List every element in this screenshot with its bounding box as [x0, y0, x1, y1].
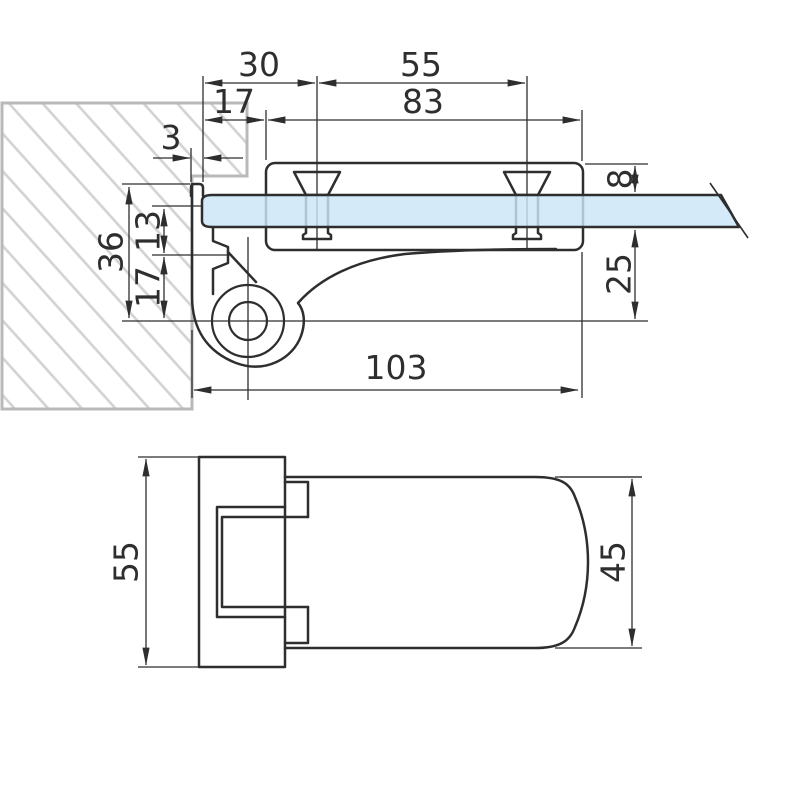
dimension-lines	[125, 79, 639, 394]
dim-label-103: 103	[365, 348, 428, 387]
glass-break-line	[709, 182, 749, 239]
plan-glass-slot-outer	[215, 505, 287, 619]
dimension-labels: 30 55 17 83 3 103 8 25 36 13 17	[92, 45, 640, 387]
plan-knuckle-bottom	[283, 605, 310, 645]
extension-lines	[122, 76, 648, 478]
dim-label-8: 8	[601, 169, 640, 190]
plan-glass-slot-inner	[220, 515, 310, 609]
glass-shelf	[200, 182, 749, 239]
dim-label-30: 30	[238, 45, 280, 84]
dim-label-45-plan: 45	[594, 541, 633, 583]
plan-clamp-block	[197, 455, 287, 669]
plan-extension-lines	[138, 456, 642, 668]
dim-label-36: 36	[92, 231, 131, 273]
dim-label-13: 13	[129, 210, 168, 252]
dim-label-55-plan: 55	[107, 541, 146, 583]
plan-support-arm	[283, 475, 590, 650]
wall-section-hatched	[0, 101, 249, 411]
plan-knuckle-top	[283, 480, 310, 519]
hinge-body-outline	[190, 182, 558, 368]
plan-dimension-lines	[142, 458, 636, 666]
side-view: 30 55 17 83 3 103 8 25 36 13 17	[0, 45, 749, 478]
plan-view: 55 45	[107, 455, 642, 669]
dim-label-83: 83	[402, 82, 444, 121]
boss-detail-line	[226, 250, 258, 284]
dim-label-3: 3	[161, 118, 182, 157]
dim-label-55: 55	[400, 45, 442, 84]
dim-label-25: 25	[600, 253, 639, 295]
plan-dimension-labels: 55 45	[107, 541, 633, 583]
dim-label-17-side: 17	[129, 266, 168, 308]
wall-plate-front	[211, 225, 230, 296]
dim-label-17-top: 17	[213, 82, 255, 121]
